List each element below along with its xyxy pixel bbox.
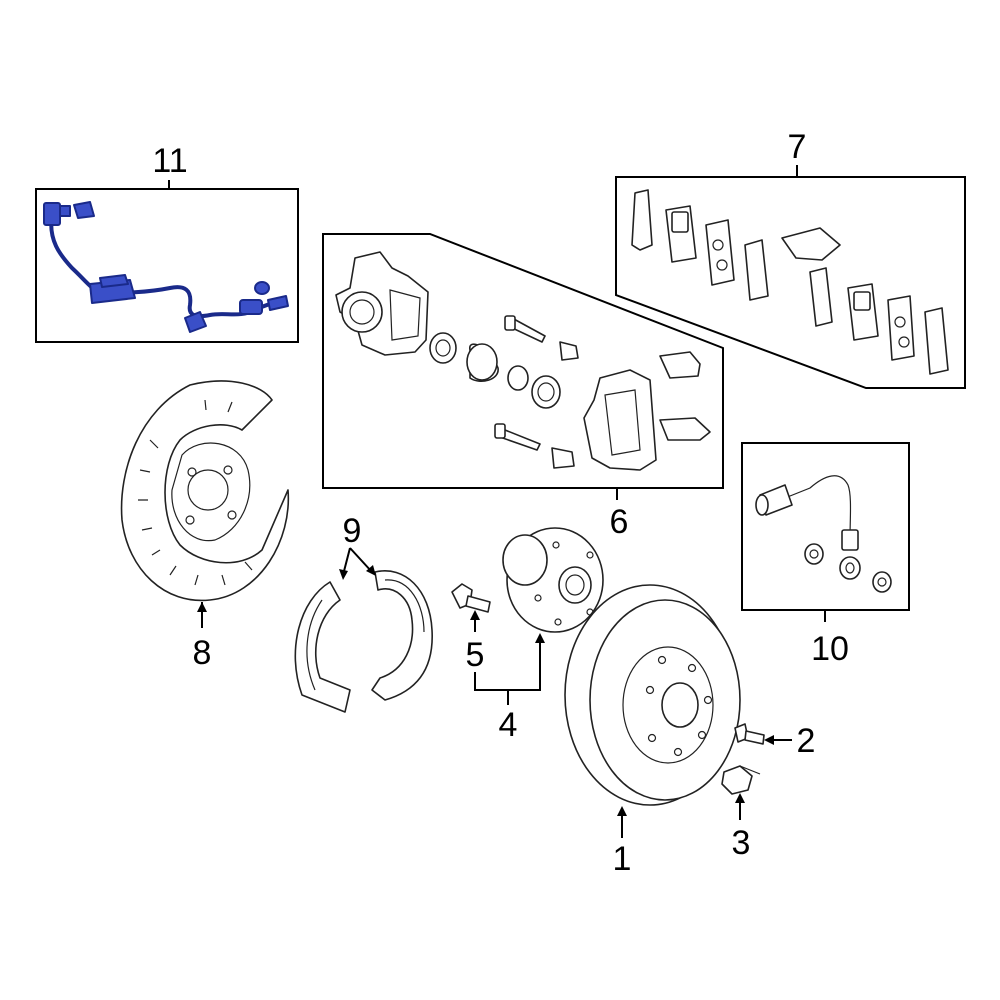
callout-label-10: 10 <box>811 630 849 668</box>
callout-line-4 <box>474 635 541 705</box>
abs-sensor-group[interactable] <box>35 180 299 343</box>
hub-bolt-icon <box>451 583 491 613</box>
brake-rotor-icon <box>564 584 741 806</box>
callout-arrow-1 <box>617 806 627 816</box>
abs-sensor-icon <box>43 201 289 333</box>
hub-assembly-icon <box>502 527 604 633</box>
callout-arrow-4 <box>535 633 545 643</box>
wheel-stud-group[interactable] <box>734 723 792 745</box>
callout-label-1: 1 <box>613 840 632 878</box>
callout-arrow-8 <box>197 602 207 612</box>
wheel-stud-icon <box>734 723 765 745</box>
lug-nut-icon <box>721 765 761 795</box>
callout-label-5: 5 <box>466 636 485 674</box>
callout-label-7: 7 <box>788 128 807 166</box>
hub-assembly-group[interactable] <box>474 527 604 705</box>
callout-arrow-9b <box>366 565 376 576</box>
callout-arrow-3 <box>735 793 745 803</box>
brake-rotor-group[interactable] <box>564 584 741 838</box>
callout-label-2: 2 <box>797 722 816 760</box>
brake-pads-icon <box>631 189 949 375</box>
parking-brake-group[interactable] <box>294 547 433 713</box>
callout-arrow-2 <box>764 735 774 745</box>
lug-nut-group[interactable] <box>721 765 761 820</box>
caliper-frame <box>322 233 724 489</box>
parking-brake-shoes-icon <box>294 570 433 713</box>
callout-label-6: 6 <box>610 503 629 541</box>
caliper-assembly-icon <box>335 251 711 471</box>
callout-label-11: 11 <box>152 142 187 180</box>
brake-pads-group[interactable] <box>615 165 966 389</box>
callout-label-8: 8 <box>193 634 212 672</box>
brake-pads-frame <box>615 176 966 389</box>
callout-label-9: 9 <box>343 512 362 550</box>
dust-shield-icon <box>120 380 290 602</box>
callout-arrow-5 <box>470 610 480 620</box>
abs-sensor-frame <box>35 188 299 343</box>
caliper-group[interactable] <box>322 233 724 500</box>
callout-arrow-9a <box>339 569 348 580</box>
callout-label-4: 4 <box>499 706 518 744</box>
dust-shield-group[interactable] <box>120 380 290 628</box>
brake-hose-group[interactable] <box>741 442 910 622</box>
hub-bolt-group[interactable] <box>451 583 491 632</box>
brake-hose-icon <box>755 475 892 593</box>
callout-label-3: 3 <box>732 824 751 862</box>
